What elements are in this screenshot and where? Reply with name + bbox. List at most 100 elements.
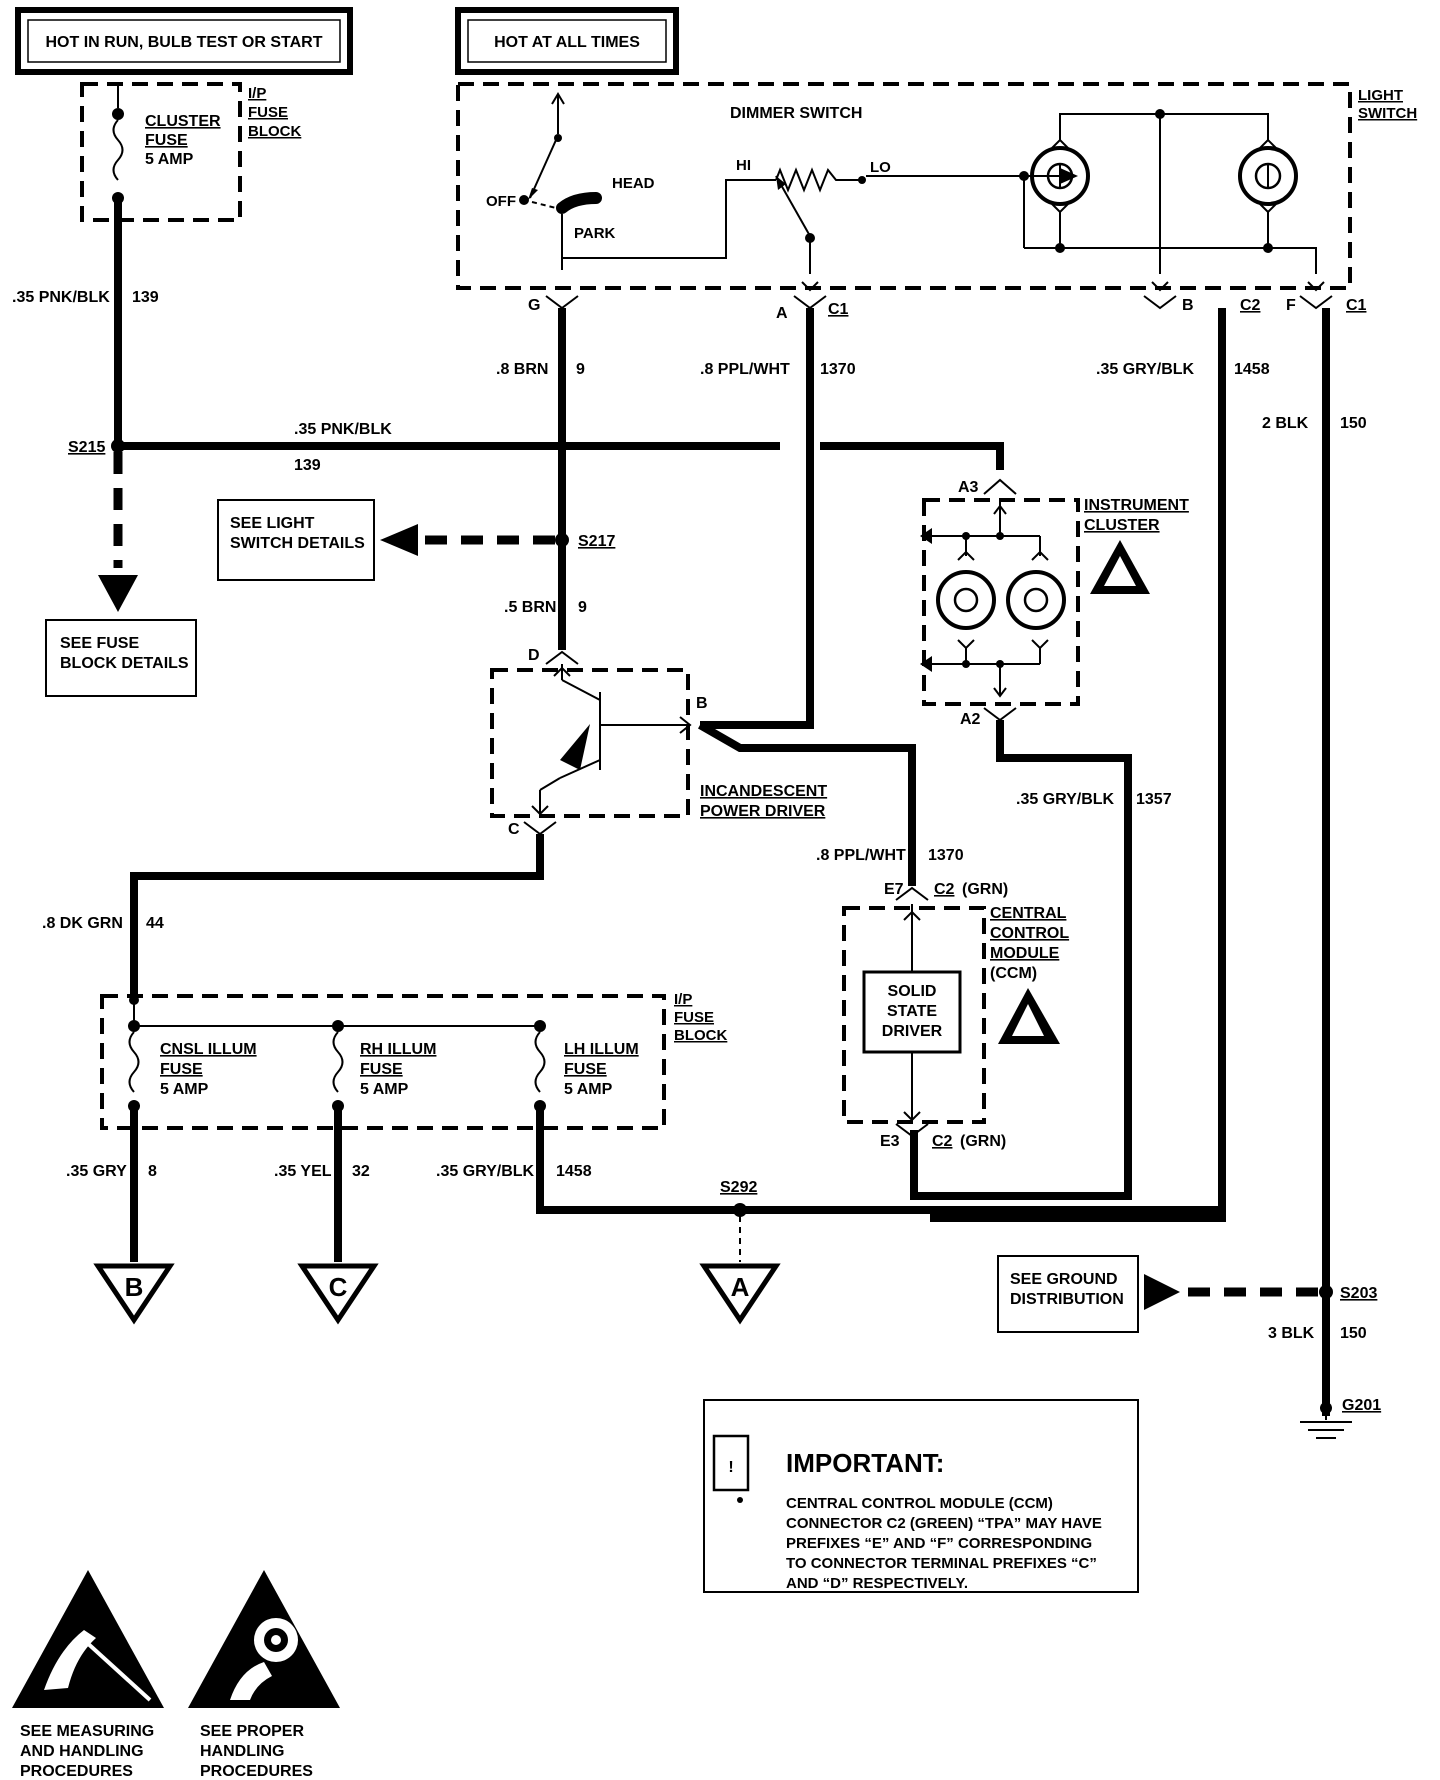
hot-at-all-times-box: HOT AT ALL TIMES: [455, 7, 679, 75]
cnsl-label-1: CNSL ILLUM: [160, 1041, 257, 1058]
tri-b-label: B: [125, 1272, 144, 1302]
wire-44-label: 44: [146, 915, 164, 932]
wire-1370: [700, 308, 814, 729]
hot-in-run-label: HOT IN RUN, BULB TEST OR START: [45, 34, 322, 51]
measuring-label-2: AND HANDLING: [20, 1743, 144, 1760]
wire-1370-label: 1370: [820, 361, 856, 378]
important-text-5: AND “D” RESPECTIVELY.: [786, 1575, 968, 1592]
central-control-module: E7 C2 (GRN) SOLID STATE DRIVER E3 C2 (GR…: [842, 881, 1069, 1150]
wire-gry-label: .35 GRY: [66, 1163, 127, 1180]
important-text-4: TO CONNECTOR TERMINAL PREFIXES “C”: [786, 1555, 1097, 1572]
wire-44: [130, 834, 544, 996]
see-ground-label-1: SEE GROUND: [1010, 1271, 1118, 1288]
ground-g201: G201: [1300, 1397, 1381, 1439]
instrument-cluster: A3 A2 INSTRUMENT CLUSTER: [920, 478, 1189, 728]
conn-a-label: A: [776, 305, 788, 322]
wire-ppl-label: .8 PPL/WHT: [700, 361, 790, 378]
incandescent-power-driver: D B C INCANDESCENT POWER DRIVER: [490, 647, 827, 838]
proper-label-2: HANDLING: [200, 1743, 284, 1760]
solid-state-label-3: DRIVER: [882, 1023, 943, 1040]
wire-1458b-label: 1458: [556, 1163, 592, 1180]
ccm-label-4: (CCM): [990, 965, 1037, 982]
wire-grybl3-label: .35 GRY/BLK: [436, 1163, 535, 1180]
switch-park-label: PARK: [574, 225, 616, 242]
wire-pnkblk-label: .35 PNK/BLK: [12, 289, 110, 306]
light-switch-box: [456, 82, 1352, 290]
ccm-label-3: MODULE: [990, 945, 1060, 962]
wire-32-label: 32: [352, 1163, 370, 1180]
ip-fuse-block-top-3: BLOCK: [248, 123, 301, 140]
wire-1370-ccm: [698, 721, 916, 886]
wire-pnkblk2-label: .35 PNK/BLK: [294, 421, 392, 438]
wire-9b-label: 9: [578, 599, 587, 616]
light-switch-label-1: LIGHT: [1358, 87, 1403, 104]
wire-8-label: 8: [148, 1163, 157, 1180]
conn-g-label: G: [528, 297, 540, 314]
grn-label: (GRN): [962, 881, 1008, 898]
wire-grybl-label: .35 GRY/BLK: [1096, 361, 1195, 378]
ccm-label-1: CENTRAL: [990, 905, 1067, 922]
a3-label: A3: [958, 479, 979, 496]
wire-grybl2-label: .35 GRY/BLK: [1016, 791, 1115, 808]
switch-off-label: OFF: [486, 193, 516, 210]
e3-label: E3: [880, 1133, 900, 1150]
proper-label-1: SEE PROPER: [200, 1723, 304, 1740]
wire-5brn-label: .5 BRN: [504, 599, 556, 616]
airbag-handling-icon: [188, 1570, 340, 1708]
wire-139-label: 139: [132, 289, 159, 306]
measuring-label-1: SEE MEASURING: [20, 1723, 154, 1740]
dimmer-switch-label: DIMMER SWITCH: [730, 105, 862, 122]
conn-c1-label: C1: [828, 301, 849, 318]
see-light-switch-box[interactable]: SEE LIGHT SWITCH DETAILS: [217, 499, 375, 581]
see-fuse-block-box[interactable]: SEE FUSE BLOCK DETAILS: [45, 619, 197, 697]
glyph-text: !: [728, 1459, 733, 1476]
important-note: ! IMPORTANT: CENTRAL CONTROL MODULE (CCM…: [703, 1399, 1139, 1593]
rh-label-3: 5 AMP: [360, 1081, 409, 1098]
g201-label: G201: [1342, 1397, 1381, 1414]
see-light-label-2: SWITCH DETAILS: [230, 535, 365, 552]
wire-yel-label: .35 YEL: [274, 1163, 332, 1180]
splice-s292: [733, 1203, 747, 1217]
esd-measuring-icon: [12, 1570, 164, 1708]
important-title: IMPORTANT:: [786, 1448, 944, 1478]
cluster-fuse-label-3: 5 AMP: [145, 151, 194, 168]
s217-label: S217: [578, 533, 615, 550]
tri-c-label: C: [329, 1272, 348, 1302]
rh-label-1: RH ILLUM: [360, 1041, 436, 1058]
conn-c-label: C: [508, 821, 520, 838]
switch-connectors: G A C1 B C2 F C1: [528, 295, 1367, 322]
switch-head-label: HEAD: [612, 175, 655, 192]
conn-b-label: B: [1182, 297, 1194, 314]
ip-fuse-block-top-2: FUSE: [248, 104, 288, 121]
light-switch-lamps: [1030, 109, 1298, 292]
wire-2blk-label: 2 BLK: [1262, 415, 1309, 432]
wire-dkgrn-label: .8 DK GRN: [42, 915, 123, 932]
solid-state-label-1: SOLID: [888, 983, 937, 1000]
ipd-label-2: POWER DRIVER: [700, 803, 826, 820]
offpage-connector-c: C: [297, 1263, 379, 1325]
cnsl-label-3: 5 AMP: [160, 1081, 209, 1098]
cluster-fuse-label-2: FUSE: [145, 132, 188, 149]
wire-9-label: 9: [576, 361, 585, 378]
hot-in-run-box: HOT IN RUN, BULB TEST OR START: [15, 7, 353, 75]
wire-1370b-label: 1370: [928, 847, 964, 864]
lh-label-2: FUSE: [564, 1061, 607, 1078]
ip-fuse-block-top-1: I/P: [248, 85, 266, 102]
see-light-label-1: SEE LIGHT: [230, 515, 315, 532]
ip-fuse-block-bot-1: I/P: [674, 991, 692, 1008]
s292-label: S292: [720, 1179, 757, 1196]
conn-c2-label: C2: [1240, 297, 1261, 314]
splice-s203: [1319, 1285, 1333, 1299]
ip-fuse-block-bot-3: BLOCK: [674, 1027, 727, 1044]
ipd-label-1: INCANDESCENT: [700, 783, 827, 800]
ccm-label-2: CONTROL: [990, 925, 1069, 942]
headlamp-switch: OFF HEAD PARK HI LO: [486, 92, 1325, 292]
see-ground-box[interactable]: SEE GROUND DISTRIBUTION: [997, 1255, 1139, 1333]
cluster-fuse-block: CLUSTER FUSE 5 AMP I/P FUSE BLOCK: [80, 82, 301, 222]
lh-label-3: 5 AMP: [564, 1081, 613, 1098]
s215-label: S215: [68, 439, 105, 456]
proper-label-3: PROCEDURES: [200, 1763, 313, 1780]
conn-b2-label: B: [696, 695, 708, 712]
wire-150-label: 150: [1340, 415, 1367, 432]
